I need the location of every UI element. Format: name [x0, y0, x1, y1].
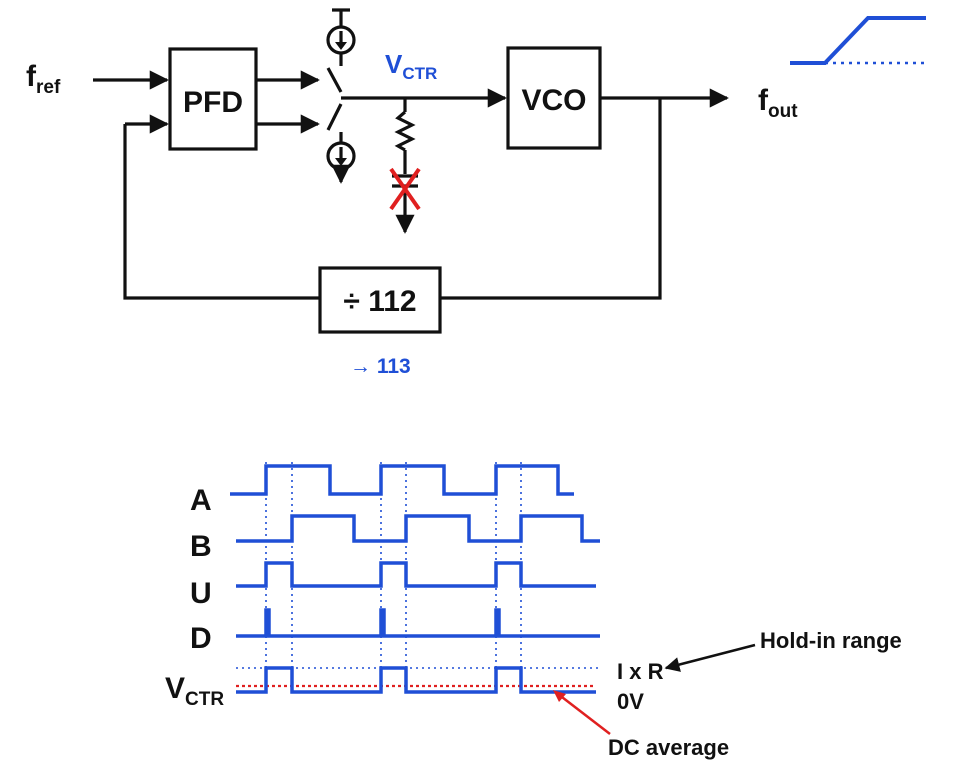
waveform-vctr	[236, 666, 596, 694]
signal-label-u: U	[190, 577, 212, 610]
dc-average-label: DC average	[608, 735, 729, 760]
divider-change-label: → 113	[350, 355, 411, 378]
waveform-d	[236, 608, 600, 638]
signal-label-b: B	[190, 530, 212, 563]
timing-diagram: A B U D VCTR I x R 0V Hold-in range DC a…	[165, 462, 902, 760]
hold-in-range-label: Hold-in range	[760, 628, 902, 653]
loop-filter	[392, 98, 418, 234]
feedback-wire-right	[440, 98, 662, 300]
fout-label: fout	[758, 84, 798, 122]
up-switch	[326, 67, 343, 93]
fref-label: fref	[26, 60, 61, 98]
waveform-b	[236, 514, 600, 543]
signal-label-d: D	[190, 622, 212, 655]
divider-block	[318, 266, 442, 334]
down-switch	[326, 103, 343, 131]
hold-in-arrow	[664, 643, 756, 672]
pfd-label: PFD	[183, 86, 243, 119]
pfd-block	[168, 47, 258, 151]
signal-label-a: A	[190, 484, 212, 517]
waveform-u	[236, 561, 596, 588]
charge-pump-up-source	[326, 8, 356, 66]
frequency-step-inset	[790, 16, 926, 65]
vco-label: VCO	[521, 84, 586, 117]
capacitor-removed-cross-icon	[389, 167, 421, 211]
divider-label: ÷ 112	[343, 285, 416, 318]
charge-pump-down-sink	[326, 132, 356, 184]
vctr-node-label: VCTR	[385, 49, 437, 83]
ixr-label: I x R	[617, 659, 664, 684]
signal-label-vctr: VCTR	[165, 672, 224, 710]
dc-average-arrowhead	[553, 690, 566, 702]
feedback-wire-left	[123, 124, 320, 300]
zero-v-label: 0V	[617, 689, 644, 714]
vco-block	[506, 46, 602, 150]
dc-average-arrow	[557, 693, 611, 735]
waveform-a	[230, 464, 574, 496]
